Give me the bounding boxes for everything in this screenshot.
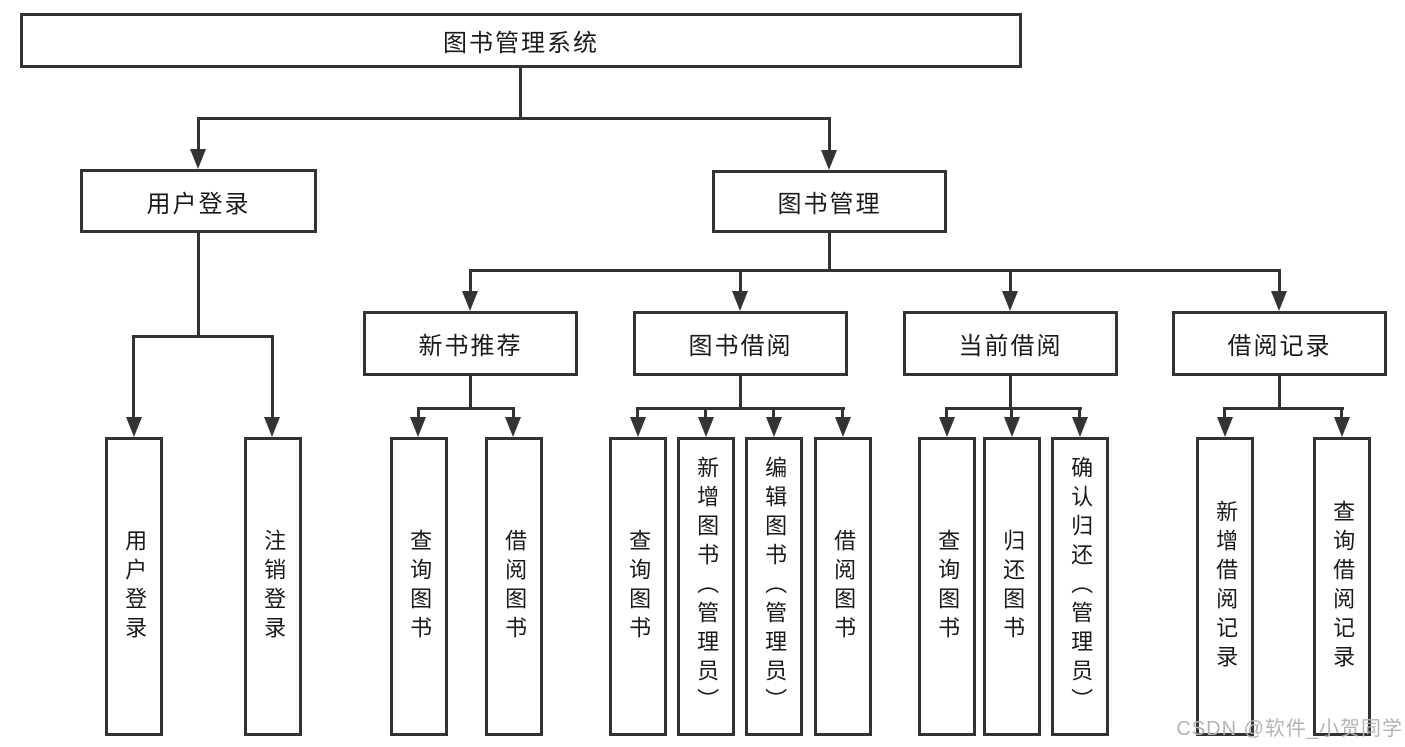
leaf-logout-label: 注销登录 <box>261 528 287 645</box>
connector-arrow <box>939 417 955 437</box>
connector-line <box>1223 408 1226 419</box>
connector-arrow <box>1271 291 1287 311</box>
connector-line <box>1278 270 1281 293</box>
connector-arrow <box>835 417 851 437</box>
connector-arrow <box>766 417 782 437</box>
leaf-return-books: 归还图书 <box>983 437 1041 736</box>
connector-arrow <box>1072 417 1088 437</box>
leaf-confirm-return-admin: 确认归还（管理员） <box>1051 437 1109 736</box>
node-borrowing-records: 借阅记录 <box>1172 311 1387 376</box>
connector-arrow <box>1004 417 1020 437</box>
connector-line <box>739 376 742 409</box>
connector-line <box>636 407 845 410</box>
connector-arrow <box>126 417 142 437</box>
connector-line <box>1278 376 1281 409</box>
node-book-management: 图书管理 <box>712 170 947 233</box>
leaf-edit-book-admin-label: 编辑图书（管理员） <box>762 456 788 717</box>
connector-line <box>841 408 844 419</box>
leaf-edit-book-admin: 编辑图书（管理员） <box>745 437 803 736</box>
connector-line <box>828 118 831 152</box>
leaf-borrow-books-borrowing: 借阅图书 <box>814 437 872 736</box>
node-book-borrowing-label: 图书借阅 <box>688 333 793 360</box>
connector-line <box>197 117 831 120</box>
leaf-add-book-admin: 新增图书（管理员） <box>677 437 735 736</box>
connector-line <box>132 335 135 419</box>
connector-line <box>417 407 515 410</box>
leaf-query-books-borrowing-label: 查询图书 <box>626 528 652 645</box>
node-user-login: 用户登录 <box>80 169 317 233</box>
leaf-borrow-books-recommend-label: 借阅图书 <box>502 528 528 645</box>
leaf-confirm-return-admin-label: 确认归还（管理员） <box>1068 456 1094 717</box>
node-user-login-label: 用户登录 <box>146 190 251 218</box>
connector-line <box>828 233 831 271</box>
connector-arrow <box>821 150 837 170</box>
node-current-borrowing: 当前借阅 <box>903 311 1118 376</box>
leaf-add-book-admin-label: 新增图书（管理员） <box>694 456 720 717</box>
connector-line <box>469 269 1281 272</box>
leaf-query-books-recommend: 查询图书 <box>390 437 448 736</box>
leaf-query-books-current-label: 查询图书 <box>935 528 961 645</box>
connector-line <box>469 376 472 409</box>
leaf-add-borrow-record-label: 新增借阅记录 <box>1213 499 1239 674</box>
connector-arrow <box>190 149 206 169</box>
connector-line <box>1223 407 1344 410</box>
connector-line <box>1009 376 1012 409</box>
node-book-borrowing: 图书借阅 <box>633 311 848 376</box>
node-library-system: 图书管理系统 <box>20 13 1022 68</box>
leaf-query-books-recommend-label: 查询图书 <box>407 528 433 645</box>
connector-line <box>704 408 707 419</box>
leaf-user-login-label: 用户登录 <box>122 528 148 645</box>
connector-arrow <box>264 417 280 437</box>
watermark: CSDN @软件_小贺同学 <box>1176 718 1403 740</box>
leaf-query-books-current: 查询图书 <box>918 437 976 736</box>
leaf-query-borrow-record-label: 查询借阅记录 <box>1330 499 1356 674</box>
connector-line <box>636 408 639 419</box>
connector-arrow <box>410 417 426 437</box>
connector-arrow <box>505 417 521 437</box>
leaf-borrow-books-borrowing-label: 借阅图书 <box>831 528 857 645</box>
connector-arrow <box>1217 417 1233 437</box>
connector-line <box>1340 408 1343 419</box>
leaf-query-borrow-record: 查询借阅记录 <box>1313 437 1371 736</box>
connector-line <box>945 407 1082 410</box>
connector-arrow <box>630 417 646 437</box>
connector-line <box>739 270 742 293</box>
connector-line <box>271 335 274 419</box>
connector-line <box>417 408 420 419</box>
connector-line <box>469 270 472 293</box>
node-current-borrowing-label: 当前借阅 <box>958 333 1063 360</box>
connector-line <box>772 408 775 419</box>
connector-line <box>945 408 948 419</box>
connector-line <box>1009 270 1012 293</box>
leaf-query-books-borrowing: 查询图书 <box>609 437 667 736</box>
connector-line <box>1078 408 1081 419</box>
connector-arrow <box>732 291 748 311</box>
connector-arrow <box>1002 291 1018 311</box>
connector-line <box>197 118 200 150</box>
node-new-book-recommend: 新书推荐 <box>363 311 578 376</box>
connector-line <box>512 408 515 419</box>
node-new-book-recommend-label: 新书推荐 <box>418 333 523 360</box>
node-book-management-label: 图书管理 <box>777 191 882 218</box>
connector-line <box>519 68 522 118</box>
node-borrowing-records-label: 借阅记录 <box>1227 333 1332 360</box>
connector-arrow <box>462 291 478 311</box>
leaf-return-books-label: 归还图书 <box>1000 528 1026 645</box>
connector-line <box>132 335 274 338</box>
leaf-user-login: 用户登录 <box>105 437 163 736</box>
leaf-borrow-books-recommend: 借阅图书 <box>485 437 543 736</box>
connector-arrow <box>698 417 714 437</box>
leaf-add-borrow-record: 新增借阅记录 <box>1196 437 1254 736</box>
connector-line <box>1010 408 1013 419</box>
connector-line <box>197 233 200 336</box>
node-library-system-label: 图书管理系统 <box>443 30 599 57</box>
leaf-logout: 注销登录 <box>244 437 302 736</box>
connector-arrow <box>1334 417 1350 437</box>
